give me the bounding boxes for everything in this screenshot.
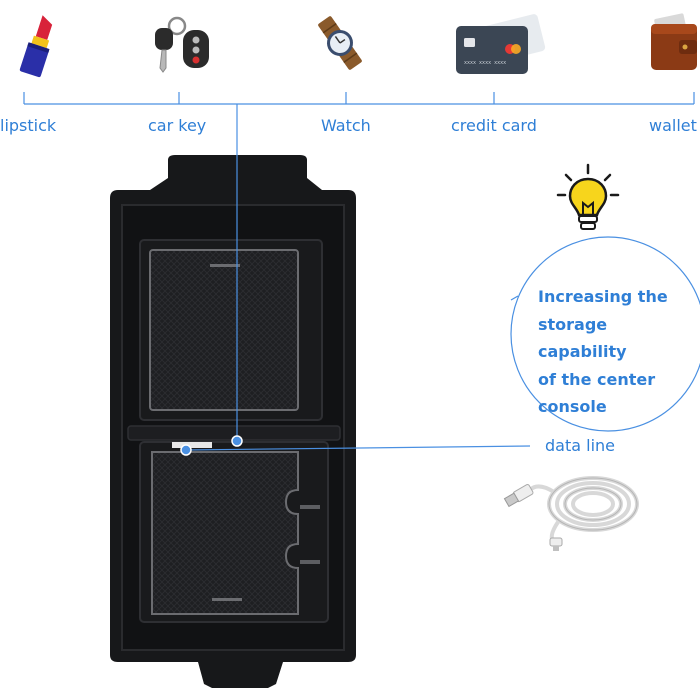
feature-line: of the center <box>538 369 656 389</box>
light-bulb-icon <box>556 163 620 235</box>
wallet-icon <box>645 12 700 74</box>
feature-text: Increasing the storage capability of the… <box>538 283 698 421</box>
svg-text:xxxx xxxx xxxx: xxxx xxxx xxxx <box>464 60 506 66</box>
car-key-icon <box>145 12 220 74</box>
console-tray <box>110 155 356 688</box>
feature-line: Increasing the <box>538 287 668 306</box>
lipstick-icon <box>14 10 66 82</box>
feature-line: storage capability <box>538 314 627 362</box>
usb-cable-icon <box>498 462 648 552</box>
credit-card-icon: xxxx xxxx xxxx <box>452 8 548 80</box>
data-line-label: data line <box>545 436 615 455</box>
watch-icon <box>312 15 368 71</box>
feature-line: console <box>538 397 607 416</box>
item-label-credit-card: credit card <box>451 116 537 135</box>
item-label-watch: Watch <box>321 116 371 135</box>
item-label-lipstick: lipstick <box>0 116 57 135</box>
item-label-car-key: car key <box>148 116 207 135</box>
item-label-wallet: wallet <box>649 116 697 135</box>
